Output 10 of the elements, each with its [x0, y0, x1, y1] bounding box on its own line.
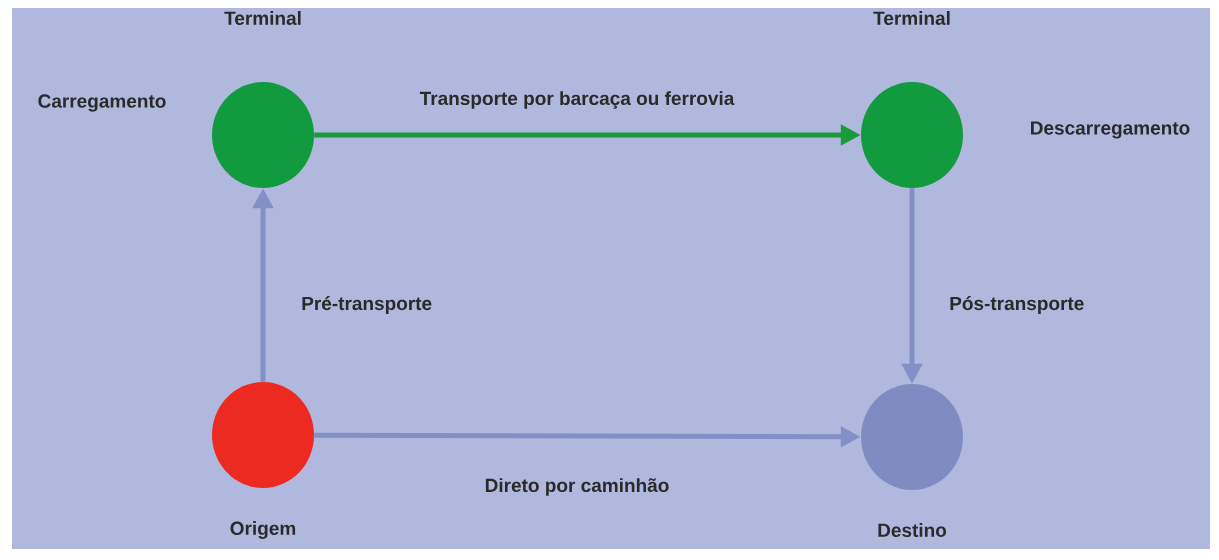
edge-label: Direto por caminhão [485, 478, 669, 496]
node-label: Destino [878, 523, 947, 537]
edge-label: Pós-transporte [950, 296, 1084, 314]
edge-label: Transporte por barcaça ou ferrovia [419, 91, 735, 109]
edge-label: Pré-transporte [302, 296, 432, 314]
node-label: Terminal [224, 11, 301, 25]
node-label: Terminal [873, 11, 950, 25]
node-label: Descarregamento [1031, 121, 1190, 139]
node-label: Origem [230, 521, 296, 539]
node-label: Carregamento [38, 94, 166, 112]
